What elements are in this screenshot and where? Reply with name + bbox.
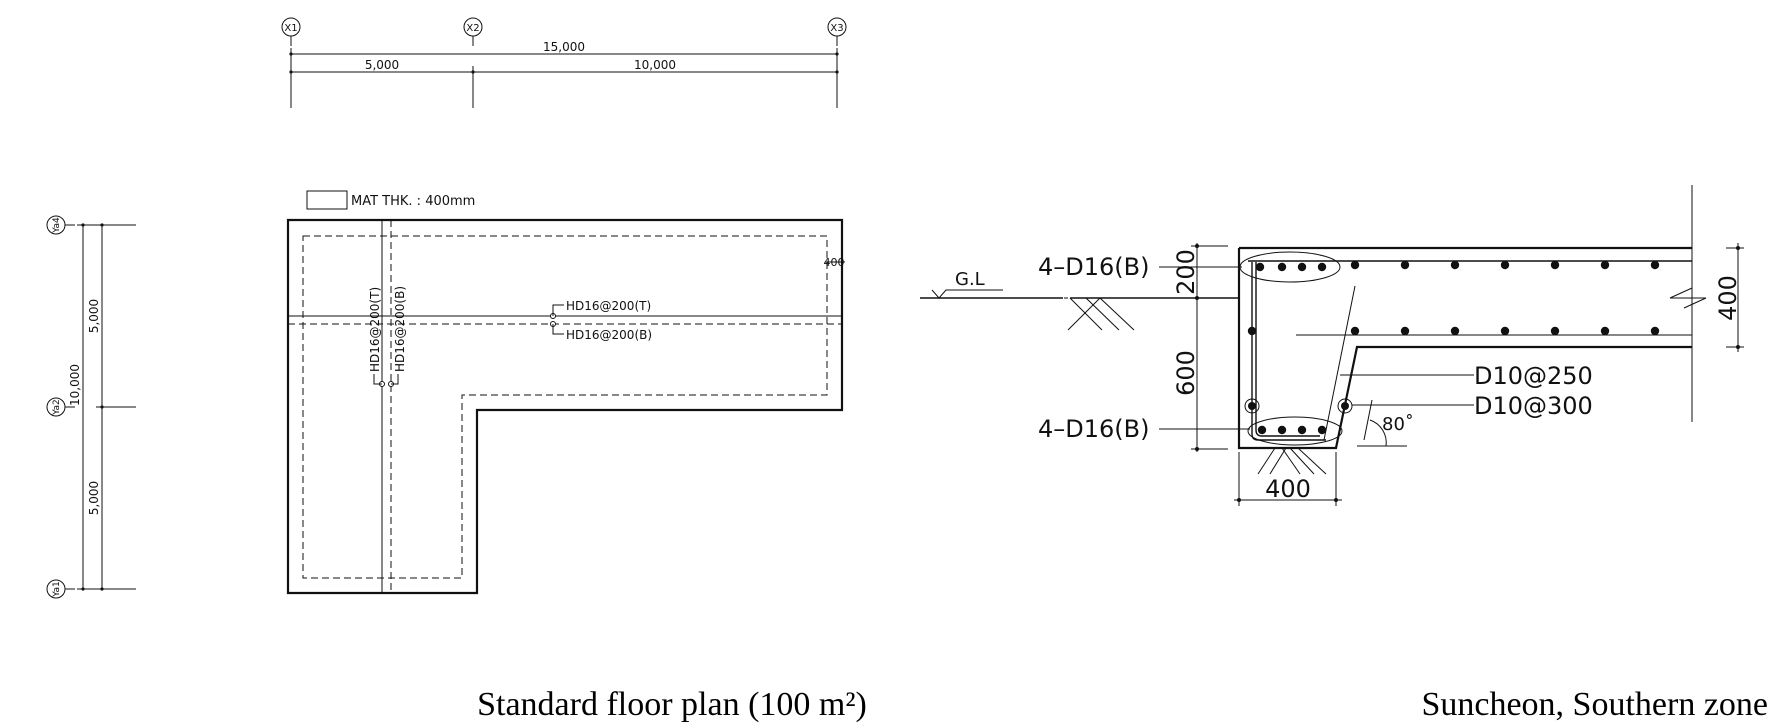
grid-bubble-ya1: Ya1	[46, 579, 75, 599]
grid-bubble-ya2: Ya2	[46, 397, 75, 417]
rebar-callout-horizontal: HD16@200(T) HD16@200(B)	[550, 299, 652, 342]
slab-thickness-text: 400	[1714, 275, 1742, 321]
stirrup-callout-2: D10@300	[1352, 392, 1593, 420]
rebar-lines	[288, 220, 842, 593]
grid-bubble-ya4: Ya4	[46, 215, 75, 235]
dimension-x1-x2-text: 5,000	[365, 58, 399, 72]
grid-bubble-x3: X3	[827, 17, 847, 46]
top-bars-callout: 4–D16(B)	[1038, 253, 1242, 281]
middle-rebar-dots	[1247, 326, 1660, 336]
dimension-x-parts: 5,000 10,000	[289, 48, 839, 108]
grid-label-x3: X3	[830, 23, 843, 34]
edge-dimension-text: 400	[824, 256, 845, 269]
grid-label-x2: X2	[466, 23, 479, 34]
slab-thickness-dimension: 400	[1669, 185, 1744, 422]
edge-dimension: 400	[824, 256, 845, 269]
grid-label-x1: X1	[284, 23, 297, 34]
rebar-callout-vertical: HD16@200(T) HD16@200(B)	[368, 286, 407, 387]
top-bars-label: 4–D16(B)	[1038, 253, 1149, 281]
grid-bubble-x2: X2	[463, 17, 483, 46]
dimension-y: 10,000 5,000 5,000	[68, 223, 136, 591]
grid-label-ya4: Ya4	[52, 217, 62, 234]
section-vertical-dimension: 200 600	[1172, 243, 1228, 452]
mat-thickness-note: MAT THK. : 400mm	[306, 190, 475, 210]
dimension-x-total-text: 15,000	[543, 40, 585, 54]
dimension-x-total: 15,000	[291, 40, 837, 55]
dimension-x2-x3-text: 10,000	[634, 58, 676, 72]
footing-section-outline	[1237, 246, 1692, 450]
section-width-dimension: 400	[1234, 452, 1342, 506]
dimension-600-text: 600	[1172, 350, 1200, 396]
rebar-top-horizontal-label: HD16@200(T)	[566, 299, 651, 313]
bottom-rebar-dots	[1244, 398, 1353, 446]
angle-label: 80˚	[1382, 414, 1414, 435]
bottom-soil-hatch	[1257, 447, 1327, 475]
dimension-y-lower-text: 5,000	[87, 481, 101, 515]
dimension-y-total-text: 10,000	[68, 364, 82, 406]
mat-thickness-text: MAT THK. : 400mm	[351, 194, 475, 209]
dimension-width-text: 400	[1265, 475, 1311, 503]
mat-slab-outline	[286, 218, 844, 595]
stirrup-callout-1: D10@250	[1340, 362, 1593, 390]
dimension-200-text: 200	[1172, 249, 1200, 295]
angle-annotation: 80˚	[1357, 399, 1414, 447]
section-rebar-lines	[1248, 260, 1692, 441]
rebar-top-vertical-label: HD16@200(T)	[368, 287, 382, 372]
rebar-bottom-horizontal-label: HD16@200(B)	[566, 328, 652, 342]
grid-label-ya1: Ya1	[52, 581, 62, 598]
caption-location: Suncheon, Southern zone	[1421, 686, 1768, 723]
top-rebar-dots	[1239, 251, 1660, 283]
grid-bubble-x1: X1	[281, 17, 301, 46]
rebar-bottom-vertical-label: HD16@200(B)	[393, 286, 407, 372]
ground-line-label: G.L	[955, 269, 985, 290]
mat-inner-dashed-line	[302, 235, 828, 579]
grid-label-ya2: Ya2	[52, 399, 62, 416]
ground-line: G.L	[920, 269, 1239, 331]
dimension-y-upper-text: 5,000	[87, 299, 101, 333]
bottom-bars-label: 4–D16(B)	[1038, 415, 1149, 443]
stirrup-1-label: D10@250	[1474, 362, 1593, 390]
stirrup-2-label: D10@300	[1474, 392, 1593, 420]
caption-floor-plan: Standard floor plan (100 m²)	[477, 686, 867, 723]
bottom-bars-callout: 4–D16(B)	[1038, 415, 1250, 443]
